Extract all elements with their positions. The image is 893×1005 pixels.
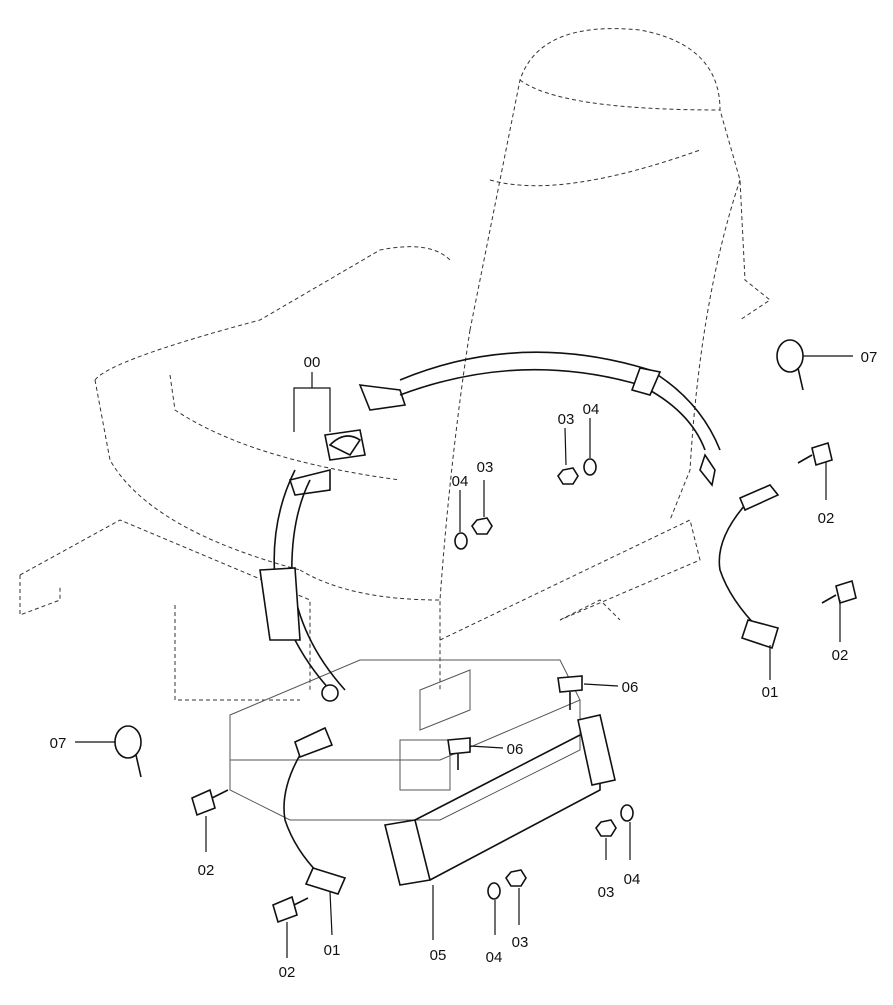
part-labels: 00 03 04 04 03 07 02 02 01 06 06 07 02 0… [50, 349, 878, 981]
bracket [384, 714, 616, 886]
clip-left-icon [114, 725, 142, 778]
label-03-right: 03 [598, 884, 615, 901]
label-04-bottom: 04 [486, 949, 503, 966]
label-01-left: 01 [324, 942, 341, 959]
label-04-center: 04 [452, 473, 469, 490]
label-06-lower: 06 [507, 741, 524, 758]
label-01-right: 01 [762, 684, 779, 701]
leader-lines [75, 355, 853, 958]
cable-right [718, 484, 780, 650]
label-05: 05 [430, 947, 447, 964]
label-02-left-upper: 02 [198, 862, 215, 879]
cable-left [283, 726, 347, 895]
seat-base [229, 659, 581, 821]
nuts-and-washers [454, 458, 634, 900]
seat-outline [19, 28, 771, 701]
bolt-left-lower [272, 895, 309, 924]
bolt-bracket-upper [557, 675, 583, 710]
label-04-right: 04 [624, 871, 641, 888]
label-02-right-upper: 02 [818, 510, 835, 527]
label-04-upper: 04 [583, 401, 600, 418]
label-07-left: 07 [50, 735, 67, 752]
bolt-left-upper [191, 788, 229, 817]
label-03-upper: 03 [558, 411, 575, 428]
label-07-right: 07 [861, 349, 878, 366]
bolt-right-upper [797, 441, 833, 467]
clip-right-icon [776, 339, 804, 391]
bolt-bracket-lower [447, 737, 471, 770]
label-03-bottom: 03 [512, 934, 529, 951]
label-00: 00 [304, 354, 321, 371]
label-03-center: 03 [477, 459, 494, 476]
belt-assembly [259, 351, 721, 702]
label-02-left-lower: 02 [279, 964, 296, 981]
label-02-right-lower: 02 [832, 647, 849, 664]
label-06-upper: 06 [622, 679, 639, 696]
bolt-right-lower [821, 579, 857, 605]
